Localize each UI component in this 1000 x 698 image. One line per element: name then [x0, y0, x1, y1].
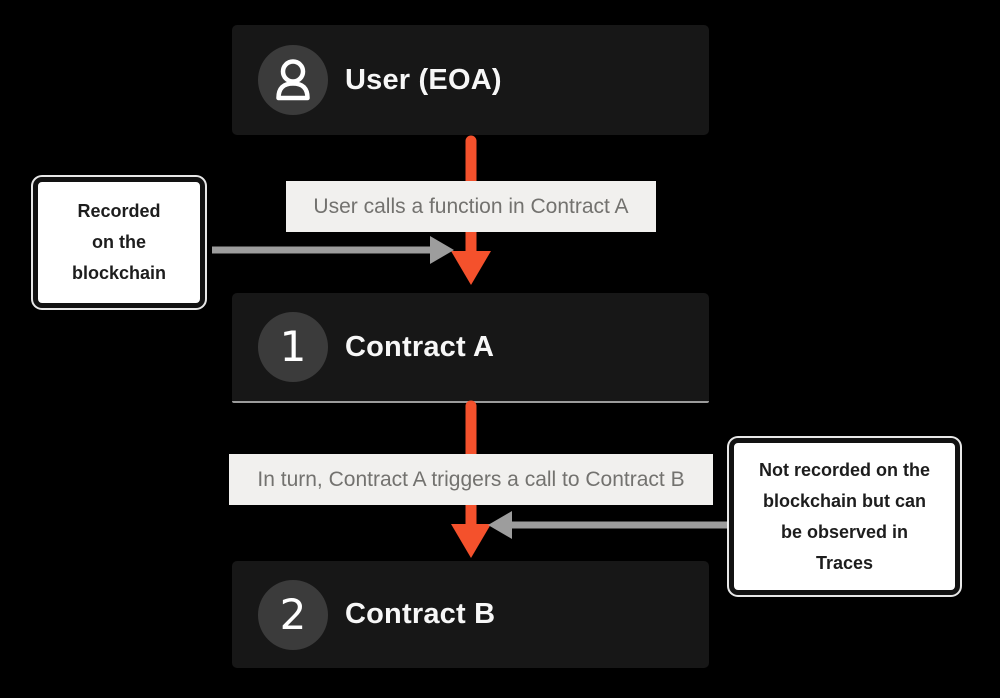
note-line: Traces — [815, 552, 874, 573]
contract-a-number: 1 — [279, 322, 307, 371]
step1-label: User calls a function in Contract A — [286, 181, 656, 232]
contract-b-number-badge: 2 — [258, 580, 328, 650]
note-line: blockchain — [71, 263, 167, 283]
user-avatar — [258, 45, 328, 115]
note-line: Not recorded on the — [758, 459, 930, 480]
step2-label: In turn, Contract A triggers a call to C… — [229, 454, 713, 505]
contract-b-title: Contract B — [345, 598, 496, 630]
user-eoa-node: User (EOA) — [232, 25, 709, 135]
note-line: blockchain but can — [762, 490, 927, 511]
contract-b-node: 2 Contract B — [232, 561, 709, 668]
contract-a-node: 1 Contract A — [232, 293, 709, 403]
note-line: on the — [92, 232, 146, 252]
recorded-on-blockchain-note: Recorded on the blockchain — [33, 177, 205, 308]
right-note-arrow-left-icon — [488, 511, 728, 539]
not-recorded-traces-note: Not recorded on the blockchain but can b… — [729, 438, 960, 595]
user-icon — [276, 59, 310, 101]
user-eoa-title: User (EOA) — [345, 63, 502, 96]
contract-a-number-badge: 1 — [258, 312, 328, 382]
note-line: be observed in — [780, 521, 909, 542]
contract-a-title: Contract A — [345, 330, 495, 363]
left-note-arrow-right-icon — [212, 236, 454, 264]
note-line: Recorded — [77, 201, 161, 221]
contract-b-number: 2 — [279, 590, 307, 639]
